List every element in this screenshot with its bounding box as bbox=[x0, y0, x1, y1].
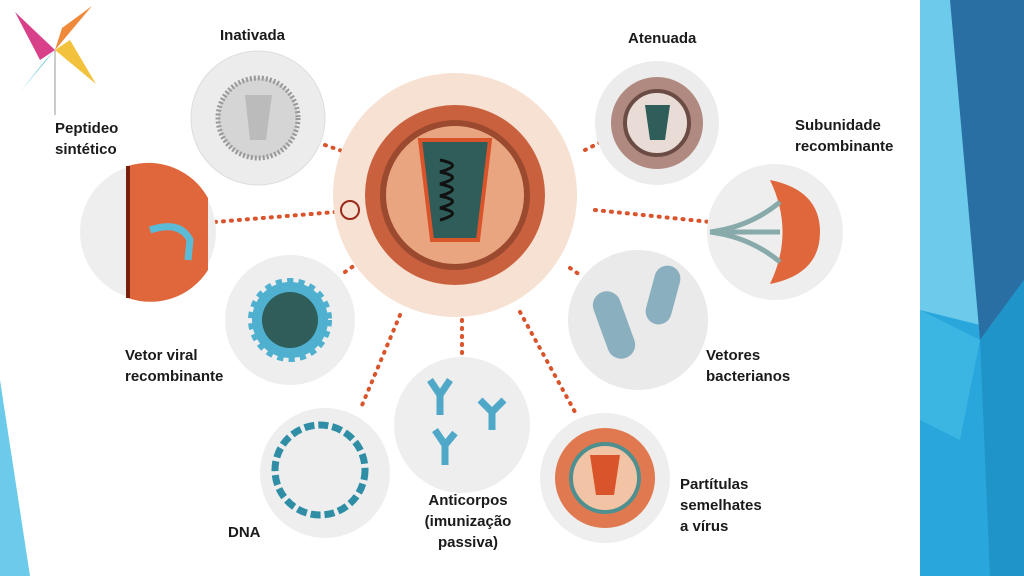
anticorpos-circle bbox=[394, 357, 530, 493]
label-peptideo-sintetico: Peptideo sintético bbox=[55, 120, 119, 158]
subunidade-circle bbox=[707, 164, 843, 300]
label-atenuada: Atenuada bbox=[628, 30, 697, 47]
center-virus bbox=[333, 73, 577, 317]
label-subunidade-recombinante: Subunidade recombinante bbox=[795, 117, 894, 155]
label-anticorpos: Anticorpos (imunização passiva) bbox=[424, 492, 512, 551]
label-inativada: Inativada bbox=[220, 27, 286, 44]
particulas-circle bbox=[540, 413, 670, 543]
label-vetor-viral-recombinante: Vetor viral recombinante bbox=[125, 347, 224, 385]
pinwheel-logo bbox=[15, 6, 96, 115]
label-dna: DNA bbox=[228, 524, 261, 541]
atenuada-circle bbox=[595, 61, 719, 185]
vetores-bacterianos-circle bbox=[568, 250, 708, 390]
peptideo-circle bbox=[80, 162, 216, 302]
label-particulas-semelhantes: Partítulas semelhates a vírus bbox=[680, 476, 762, 535]
inativada-circle bbox=[190, 50, 326, 186]
label-vetores-bacterianos: Vetores bacterianos bbox=[706, 347, 791, 385]
vetor-viral-circle bbox=[225, 255, 355, 385]
dna-circle bbox=[260, 408, 390, 538]
